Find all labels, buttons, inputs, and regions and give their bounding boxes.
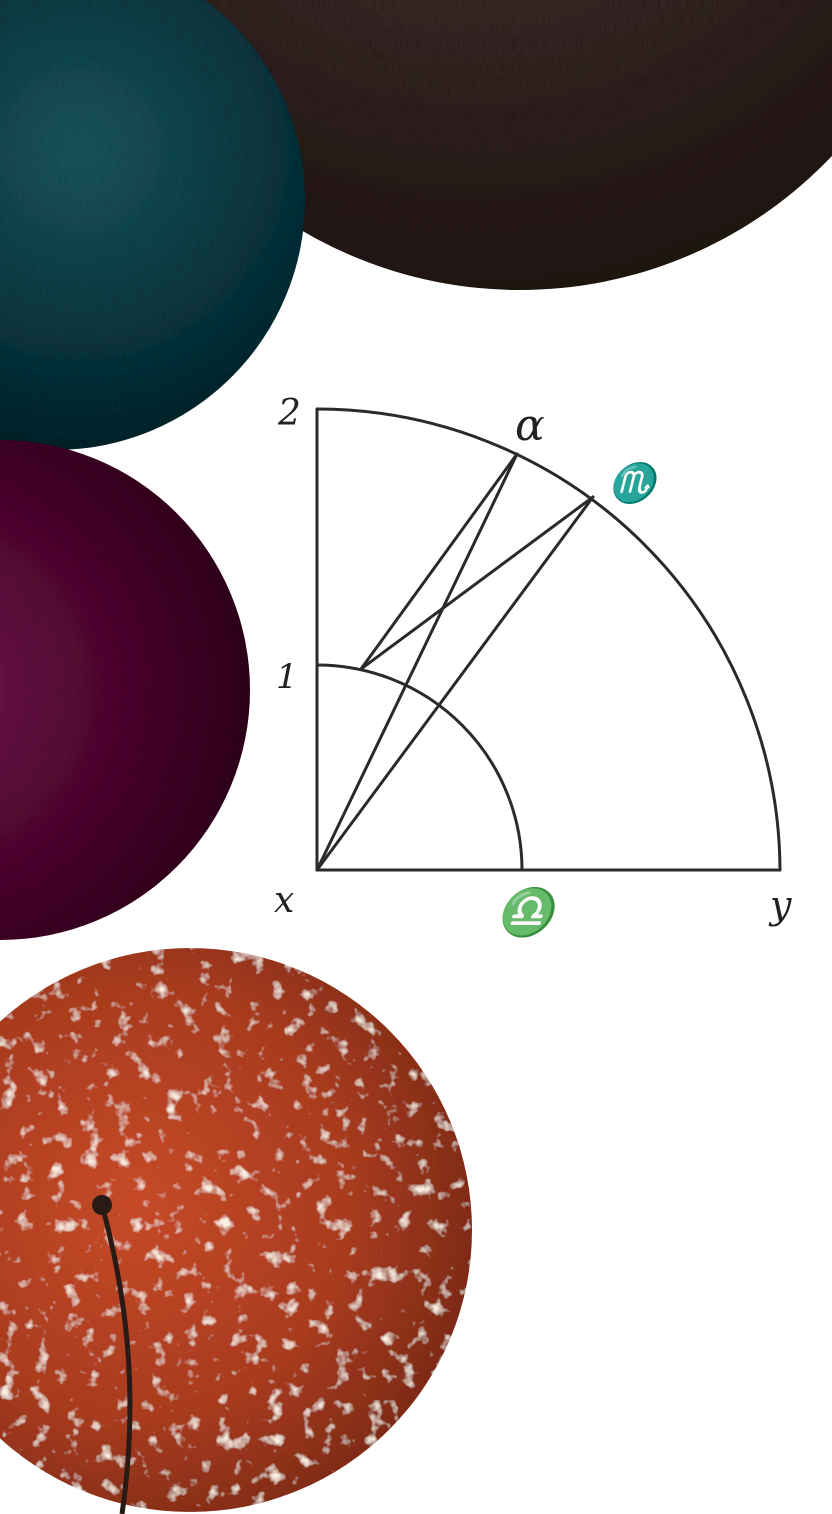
label-y: y [768,883,792,927]
label-1: 1 [276,657,298,697]
diagram-labels: 2 1 x y α ♏ ♎ [274,393,792,939]
outer-arc [315,407,782,872]
line-origin-to-alpha [315,452,519,872]
label-2: 2 [277,393,301,434]
label-scorpio: ♏ [608,461,662,505]
crimson-planet [0,440,250,940]
inner-arc [315,663,524,872]
quadrant-diagram [315,407,782,872]
stem-dot [92,1195,112,1215]
line-inner-to-scorpio [359,495,595,671]
teal-planet [0,0,305,450]
line-inner-to-alpha [359,452,519,671]
planet-stem [99,1204,133,1514]
label-libra: ♎ [496,885,562,939]
red-orange-planet [0,948,472,1512]
label-alpha: α [515,400,545,451]
label-x: x [274,880,294,921]
line-origin-to-scorpio [315,495,595,872]
